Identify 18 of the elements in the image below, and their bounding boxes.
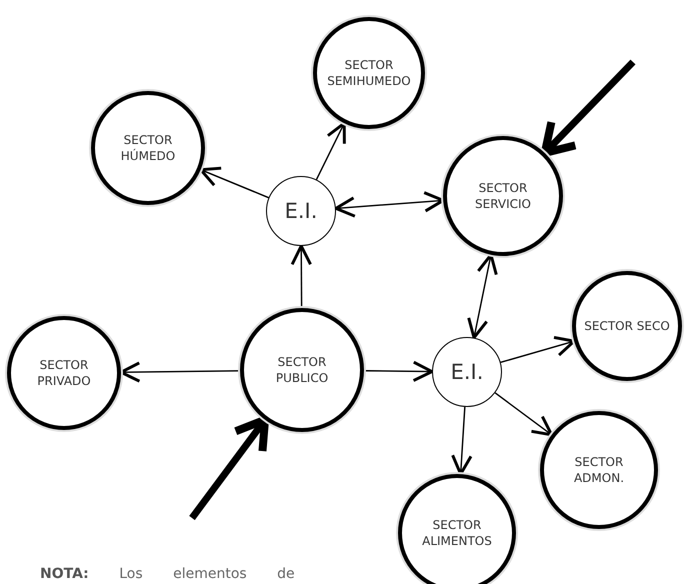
arrow xyxy=(199,166,269,198)
node-label: SECTOR ADMON. xyxy=(572,454,626,486)
arrow xyxy=(364,360,434,382)
node-label: SECTOR SERVICIO xyxy=(474,180,532,212)
node-label: SECTOR SEMIHUMEDO xyxy=(326,56,412,90)
arrow xyxy=(290,244,312,308)
node-label: SECTOR PRIVADO xyxy=(36,356,92,390)
node-label: SECTOR ALIMENTOS xyxy=(421,516,493,550)
arrow xyxy=(494,392,554,436)
arrow xyxy=(316,122,346,180)
node-label: SECTOR PUBLICO xyxy=(274,354,330,386)
arrow xyxy=(189,416,270,520)
arrow xyxy=(540,60,636,157)
node-label: SECTOR SECO xyxy=(584,318,670,334)
node-label: SECTOR HÚMEDO xyxy=(120,132,176,164)
node-label: E.I. xyxy=(284,198,318,225)
note-text: NOTA: Los elementos de xyxy=(40,566,296,582)
node-label: E.I. xyxy=(450,358,484,386)
